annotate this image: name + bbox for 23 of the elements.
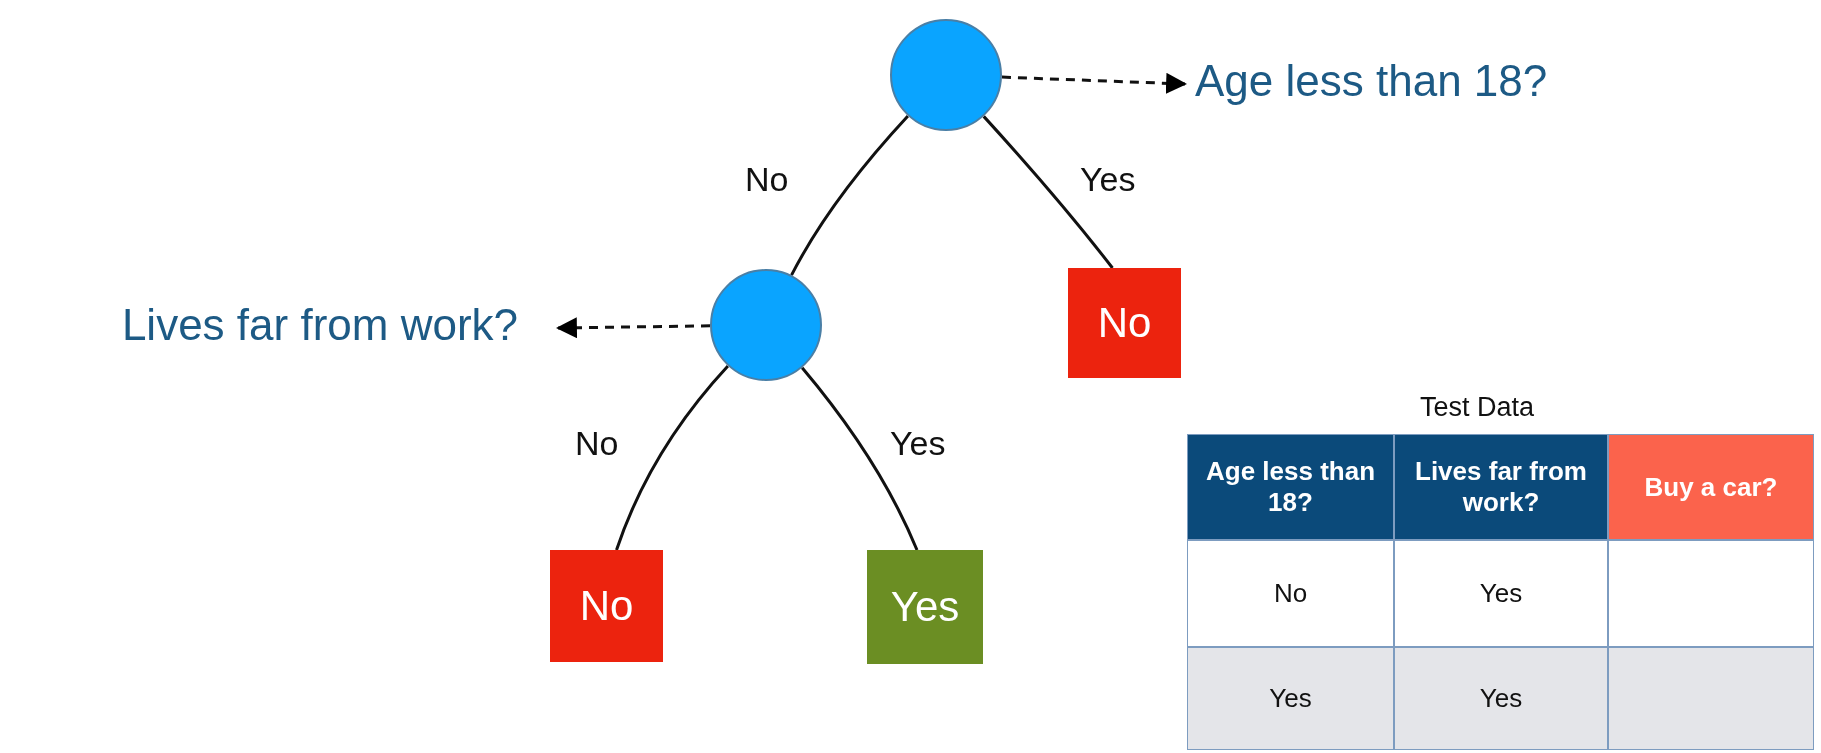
table-cell: Yes (1187, 647, 1394, 750)
table-cell: No (1187, 540, 1394, 647)
edge-label: No (745, 160, 789, 199)
table-cell: Yes (1394, 540, 1608, 647)
leaf-box: Yes (867, 550, 983, 664)
edge-label: Yes (1080, 160, 1136, 199)
leaf-box: No (550, 550, 663, 662)
dashed-arrow (1001, 72, 1188, 94)
edge-label: Yes (890, 424, 946, 463)
leaf-box: No (1068, 268, 1181, 378)
branch-line (800, 366, 919, 551)
branch-line (615, 365, 730, 551)
branch-line (982, 115, 1114, 269)
edge-label: No (575, 424, 619, 463)
question-text: Age less than 18? (1195, 56, 1548, 106)
table-title: Test Data (1420, 392, 1535, 423)
branch-line (790, 115, 909, 276)
question-text: Lives far from work? (18, 300, 518, 350)
table-header: Lives far from work? (1394, 434, 1608, 540)
table-header: Buy a car? (1608, 434, 1814, 540)
table-header: Age less than 18? (1187, 434, 1394, 540)
dashed-arrow (555, 317, 711, 339)
table-cell: Yes (1394, 647, 1608, 750)
